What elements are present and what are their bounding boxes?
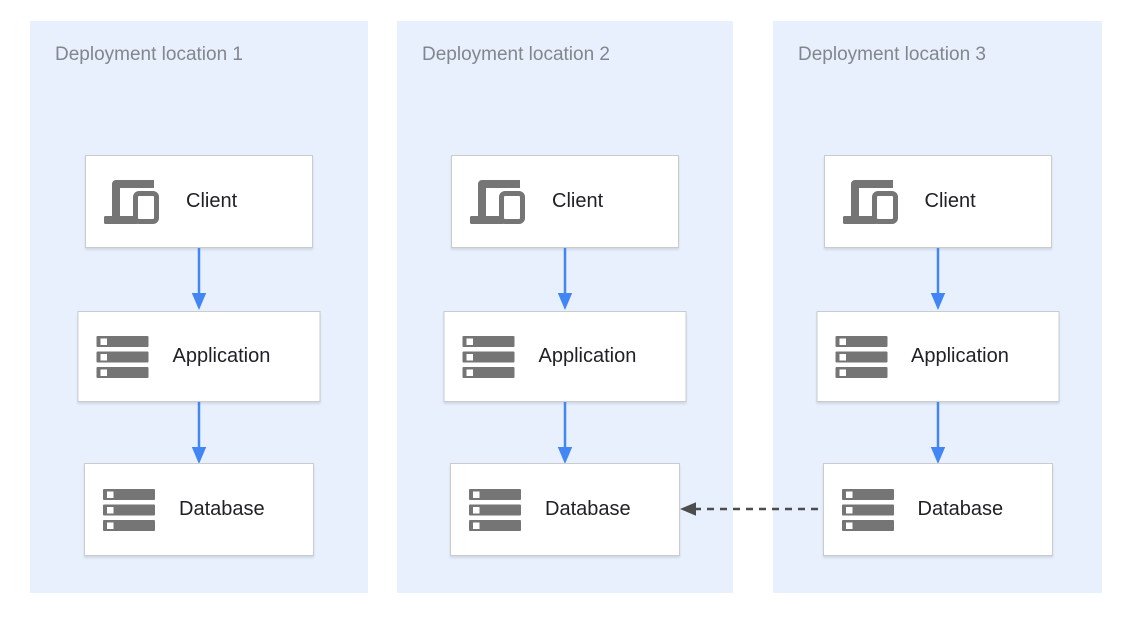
client-to-application-arrow [557, 248, 573, 310]
deployment-location-2-panel: Deployment location 2 Client Application… [397, 21, 733, 593]
node-label: Client [186, 190, 238, 212]
node-label: Application [172, 345, 271, 367]
panel-title: Deployment location 1 [55, 44, 243, 65]
node-label: Application [911, 345, 1009, 367]
database-node: Database [822, 463, 1053, 556]
application-node: Application [816, 311, 1059, 402]
client-node: Client [85, 155, 313, 248]
deployment-location-3-panel: Deployment location 3 Client Application… [773, 21, 1102, 593]
node-label: Database [179, 498, 265, 520]
application-node: Application [443, 311, 687, 402]
devices-icon [104, 180, 162, 224]
node-label: Database [917, 498, 1004, 520]
application-node: Application [77, 311, 321, 402]
application-to-database-arrow [557, 402, 573, 464]
devices-icon [470, 180, 528, 224]
client-to-application-arrow [930, 248, 946, 310]
database-node: Database [84, 463, 314, 556]
servers-icon [463, 336, 515, 378]
servers-icon [103, 489, 155, 531]
servers-icon [835, 336, 887, 378]
database-node: Database [450, 463, 680, 556]
servers-icon [842, 489, 894, 531]
client-to-application-arrow [191, 248, 207, 310]
node-label: Database [545, 498, 631, 520]
deployment-location-1-panel: Deployment location 1 Client Application… [30, 21, 368, 593]
servers-icon [469, 489, 521, 531]
database-replication-arrow [680, 502, 822, 516]
devices-icon [843, 180, 901, 224]
client-node: Client [823, 155, 1052, 248]
application-to-database-arrow [930, 402, 946, 464]
servers-icon [97, 336, 149, 378]
client-node: Client [451, 155, 679, 248]
panel-title: Deployment location 2 [422, 44, 610, 65]
node-label: Application [538, 345, 637, 367]
node-label: Client [924, 190, 976, 212]
application-to-database-arrow [191, 402, 207, 464]
panel-title: Deployment location 3 [798, 44, 986, 65]
node-label: Client [552, 190, 604, 212]
